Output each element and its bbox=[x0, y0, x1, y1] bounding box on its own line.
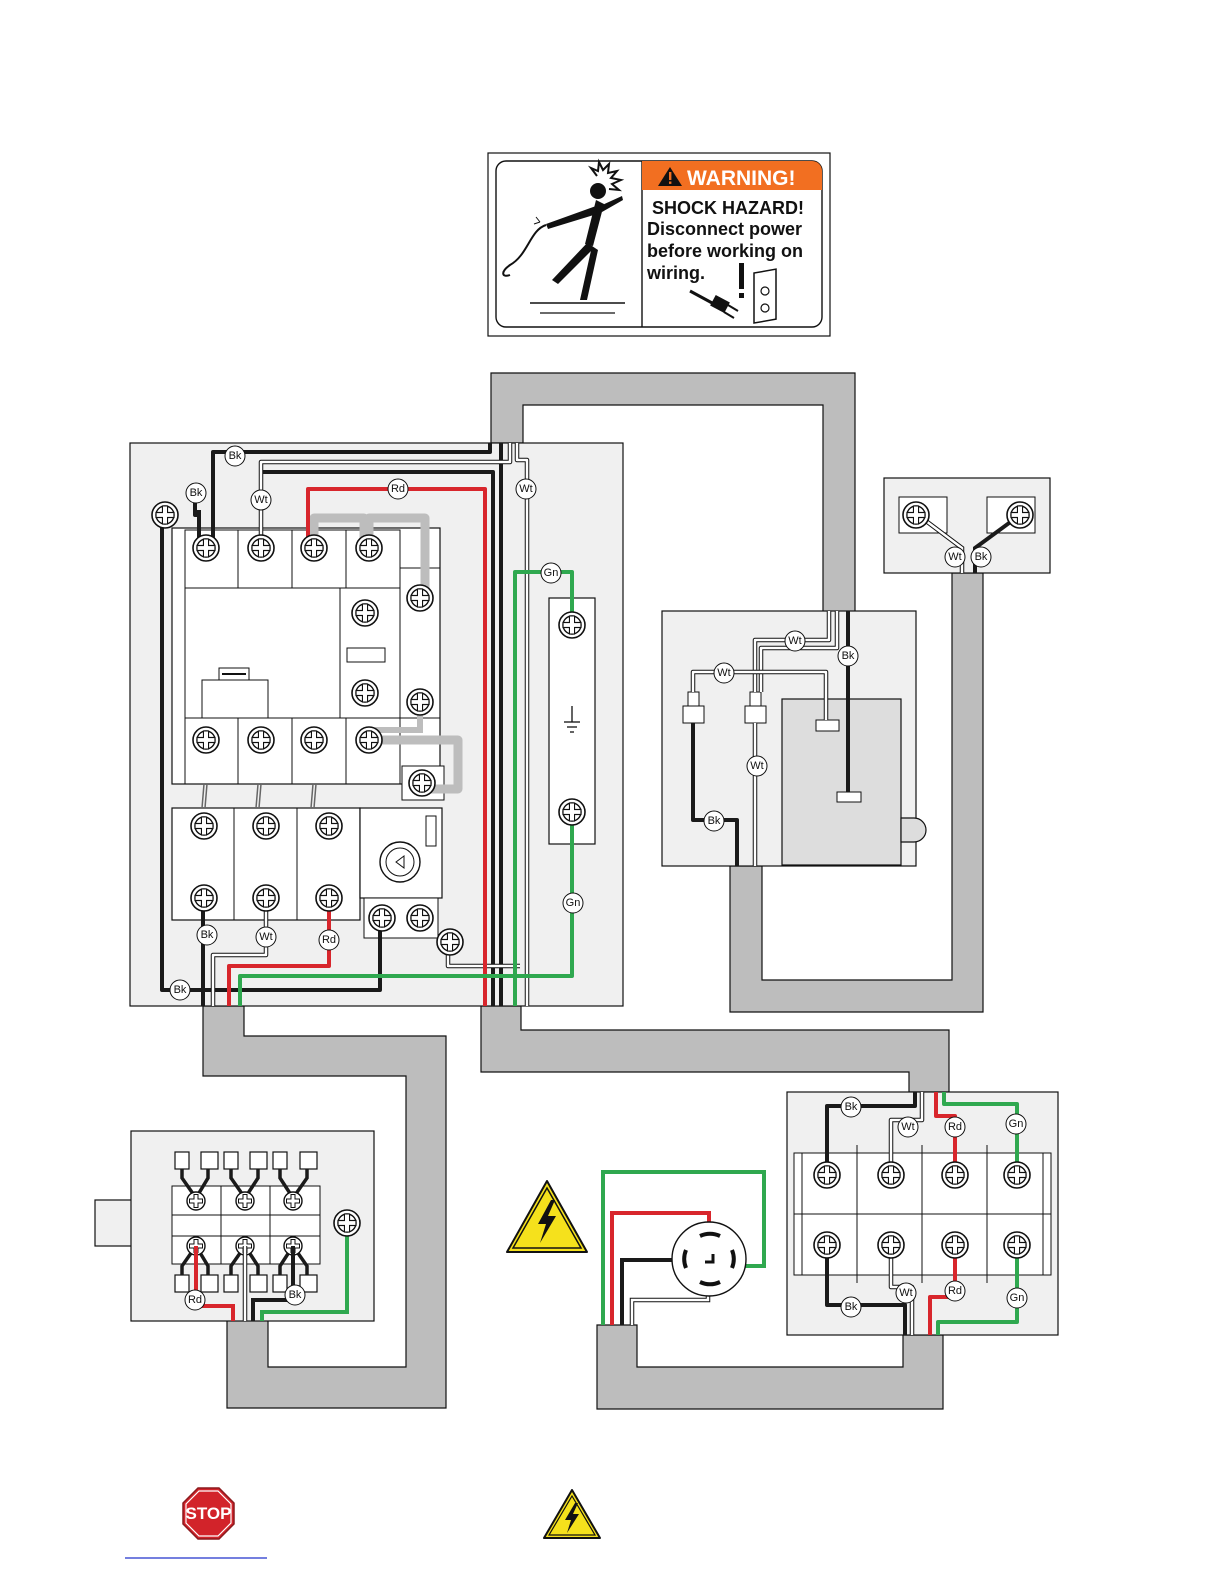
svg-text:Bk: Bk bbox=[845, 1301, 858, 1313]
svg-text:Bk: Bk bbox=[201, 929, 214, 941]
svg-text:Rd: Rd bbox=[391, 483, 405, 495]
wire-label-bk: Bk bbox=[285, 1285, 305, 1305]
wire-label-gn: Gn bbox=[541, 563, 561, 583]
wire-label-wt: Wt bbox=[747, 756, 767, 776]
wire-label-bk: Bk bbox=[225, 446, 245, 466]
warning-label: WARNING! SHOCK HAZARD! Disconnect power … bbox=[488, 153, 830, 336]
svg-text:Rd: Rd bbox=[188, 1294, 202, 1306]
svg-text:Rd: Rd bbox=[948, 1121, 962, 1133]
wire-label-bk: Bk bbox=[186, 483, 206, 503]
svg-text:Wt: Wt bbox=[899, 1287, 912, 1299]
motor-terminal-box bbox=[95, 1131, 374, 1321]
stop-sign-text: STOP bbox=[186, 1504, 232, 1523]
svg-text:Wt: Wt bbox=[519, 483, 532, 495]
wire-label-bk: Bk bbox=[170, 980, 190, 1000]
warning-line-3: before working on bbox=[647, 241, 803, 261]
wire-label-gn: Gn bbox=[1006, 1114, 1026, 1134]
wire-label-rd: Rd bbox=[945, 1281, 965, 1301]
twist-lock-receptacle bbox=[603, 1172, 764, 1325]
wire-label-rd: Rd bbox=[945, 1117, 965, 1137]
svg-text:Wt: Wt bbox=[788, 635, 801, 647]
wire-label-bk: Bk bbox=[841, 1097, 861, 1117]
wire-label-bk: Bk bbox=[971, 547, 991, 567]
svg-text:Wt: Wt bbox=[717, 667, 730, 679]
wire-label-wt: Wt bbox=[516, 479, 536, 499]
wire-label-bk: Bk bbox=[704, 811, 724, 831]
svg-text:Rd: Rd bbox=[948, 1285, 962, 1297]
wire-label-wt: Wt bbox=[714, 663, 734, 683]
dial-icon bbox=[380, 842, 420, 882]
svg-text:Bk: Bk bbox=[289, 1289, 302, 1301]
wire-label-wt: Wt bbox=[896, 1283, 916, 1303]
wire-label-bk: Bk bbox=[841, 1297, 861, 1317]
wire-label-wt: Wt bbox=[898, 1117, 918, 1137]
svg-text:Bk: Bk bbox=[845, 1101, 858, 1113]
wire-label-gn: Gn bbox=[1007, 1288, 1027, 1308]
warning-line-4: wiring. bbox=[646, 263, 705, 283]
svg-text:Wt: Wt bbox=[259, 931, 272, 943]
warning-line-1: SHOCK HAZARD! bbox=[652, 198, 804, 218]
wire-label-rd: Rd bbox=[185, 1290, 205, 1310]
wire-label-bk: Bk bbox=[197, 925, 217, 945]
svg-text:Bk: Bk bbox=[190, 487, 203, 499]
wire-label-wt: Wt bbox=[256, 927, 276, 947]
wire-label-bk: Bk bbox=[838, 646, 858, 666]
wire-label-wt: Wt bbox=[785, 631, 805, 651]
svg-text:Bk: Bk bbox=[842, 650, 855, 662]
svg-text:Wt: Wt bbox=[750, 760, 763, 772]
svg-text:Gn: Gn bbox=[566, 897, 581, 909]
svg-text:Rd: Rd bbox=[322, 934, 336, 946]
svg-text:Wt: Wt bbox=[254, 494, 267, 506]
wire-label-rd: Rd bbox=[319, 930, 339, 950]
wire-label-wt: Wt bbox=[251, 490, 271, 510]
svg-text:Gn: Gn bbox=[544, 567, 559, 579]
wire-label-rd: Rd bbox=[388, 479, 408, 499]
stop-sign-icon: STOP bbox=[183, 1488, 234, 1539]
svg-text:Wt: Wt bbox=[901, 1121, 914, 1133]
svg-text:Gn: Gn bbox=[1010, 1292, 1025, 1304]
svg-text:Gn: Gn bbox=[1009, 1118, 1024, 1130]
svg-text:Bk: Bk bbox=[174, 984, 187, 996]
junction-box-top-right bbox=[884, 478, 1050, 573]
outlet-icon bbox=[754, 269, 776, 323]
svg-text:Bk: Bk bbox=[975, 551, 988, 563]
wire-label-gn: Gn bbox=[563, 893, 583, 913]
svg-text:Bk: Bk bbox=[229, 450, 242, 462]
svg-text:Wt: Wt bbox=[948, 551, 961, 563]
hazard-triangle-icon bbox=[544, 1490, 600, 1538]
wire-label-wt: Wt bbox=[945, 547, 965, 567]
warning-header: WARNING! bbox=[687, 167, 796, 190]
svg-text:Bk: Bk bbox=[708, 815, 721, 827]
warning-line-2: Disconnect power bbox=[647, 219, 802, 239]
hazard-triangle-icon bbox=[507, 1181, 587, 1252]
